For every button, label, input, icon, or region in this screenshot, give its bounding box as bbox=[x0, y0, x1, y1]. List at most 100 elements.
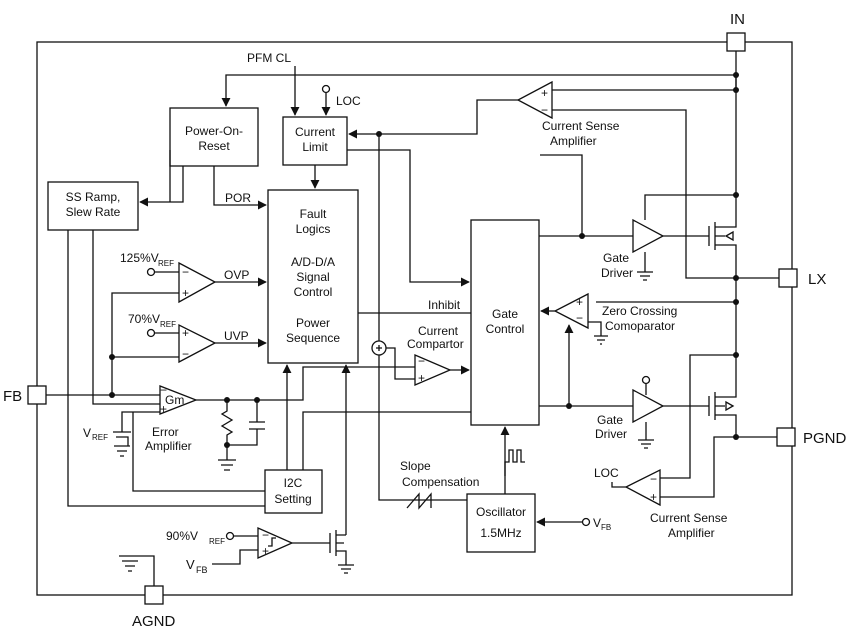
high-side-fet bbox=[708, 195, 737, 278]
svg-text:+: + bbox=[650, 490, 657, 504]
slope-comp-line1: Slope bbox=[400, 459, 431, 473]
current-comp-line1: Current bbox=[418, 324, 459, 338]
current-limit-block: Current Limit bbox=[282, 116, 348, 166]
inhibit-label: Inhibit bbox=[428, 298, 461, 312]
gate-driver-bot-line2: Driver bbox=[595, 427, 627, 441]
gate-driver-high: Gate Driver bbox=[601, 218, 665, 280]
svg-text:−: − bbox=[418, 354, 425, 368]
fault-line6: Power bbox=[296, 316, 330, 330]
low-side-fet bbox=[708, 355, 737, 437]
i2c-block: I2C Setting bbox=[264, 469, 323, 514]
svg-text:−: − bbox=[182, 265, 189, 279]
fault-line2: Logics bbox=[296, 222, 331, 236]
svg-text:−: − bbox=[182, 347, 189, 361]
vfb-label: V bbox=[186, 557, 195, 572]
svg-text:−: − bbox=[541, 103, 548, 117]
ref90-label: 90%V bbox=[166, 529, 198, 543]
pin-lx: LX bbox=[778, 268, 826, 288]
svg-text:+: + bbox=[182, 286, 189, 300]
vref-sub: REF bbox=[92, 433, 108, 442]
gate-control-line2: Control bbox=[486, 322, 525, 336]
i2c-line2: Setting bbox=[274, 492, 311, 506]
ss-block-line1: SS Ramp, bbox=[66, 190, 121, 204]
gate-driver-bot-line1: Gate bbox=[597, 413, 623, 427]
por-label: POR bbox=[225, 191, 251, 205]
current-comparator: − + Current Compartor bbox=[407, 324, 464, 386]
ref90-sub: REF bbox=[209, 537, 225, 546]
current-sense-amp-top: + − Current Sense Amplifier bbox=[516, 80, 620, 148]
por-block-line2: Reset bbox=[198, 139, 230, 153]
slope-comp-line2: Compensation bbox=[402, 475, 479, 489]
svg-text:+: + bbox=[182, 326, 189, 340]
svg-text:+: + bbox=[418, 371, 425, 385]
current-sense-amp-bottom: − + Current Sense Amplifier bbox=[624, 468, 728, 540]
chip-outline bbox=[36, 41, 793, 596]
pin-fb: FB bbox=[3, 385, 47, 405]
osc-line1: Oscillator bbox=[476, 505, 526, 519]
ss-block-line2: Slew Rate bbox=[66, 205, 121, 219]
cs-amp-bot-line2: Amplifier bbox=[668, 526, 715, 540]
fault-logic-block: Fault Logics A/D-D/A Signal Control Powe… bbox=[267, 189, 359, 364]
cs-amp-top-line1: Current Sense bbox=[542, 119, 620, 133]
gate-driver-top-line1: Gate bbox=[603, 251, 629, 265]
cl-block-line1: Current bbox=[295, 125, 336, 139]
cl-block-line2: Limit bbox=[302, 140, 328, 154]
svg-text:−: − bbox=[160, 383, 167, 397]
vfb-sub: FB bbox=[196, 565, 208, 575]
uvp-ref-sub: REF bbox=[160, 320, 176, 329]
pin-in-label: IN bbox=[730, 11, 745, 28]
ovp-ref-sub: REF bbox=[158, 259, 174, 268]
zero-crossing-comparator: + − Zero Crossing Comoparator bbox=[553, 292, 677, 333]
pfm-cl-label: PFM CL bbox=[247, 51, 291, 65]
ovp-label: OVP bbox=[224, 268, 249, 282]
svg-text:+: + bbox=[541, 86, 548, 100]
fault-line4: Signal bbox=[296, 270, 329, 284]
loc-label-bottom: LOC bbox=[594, 466, 619, 480]
pin-in: IN bbox=[726, 11, 746, 52]
ovp-ref-label: 125%V bbox=[120, 251, 159, 265]
por-block-line1: Power-On- bbox=[185, 124, 243, 138]
agnd-ground-icon bbox=[119, 555, 155, 586]
svg-text:−: − bbox=[650, 472, 657, 486]
svg-text:+: + bbox=[160, 402, 167, 416]
fault-line5: Control bbox=[294, 285, 333, 299]
ss-ramp-block: SS Ramp, Slew Rate bbox=[47, 181, 139, 231]
fault-line1: Fault bbox=[300, 207, 327, 221]
gate-driver-top-line2: Driver bbox=[601, 266, 633, 280]
cs-amp-bot-line1: Current Sense bbox=[650, 511, 728, 525]
uvp-label: UVP bbox=[224, 329, 249, 343]
error-amplifier: Gm − + Error Amplifier bbox=[145, 383, 198, 453]
uvp-comparator: + − bbox=[178, 323, 217, 364]
oscillator-block: Oscillator 1.5MHz bbox=[466, 493, 536, 553]
gate-control-line1: Gate bbox=[492, 307, 518, 321]
pin-pgnd-label: PGND bbox=[803, 430, 847, 447]
svg-text:+: + bbox=[262, 544, 269, 558]
osc-line2: 1.5MHz bbox=[480, 526, 521, 540]
vref-label: V bbox=[83, 426, 91, 440]
pin-pgnd: PGND bbox=[776, 427, 847, 447]
power-on-reset-block: Power-On- Reset bbox=[169, 107, 259, 167]
current-comp-line2: Compartor bbox=[407, 337, 464, 351]
fault-line7: Sequence bbox=[286, 331, 340, 345]
gm-label: Gm bbox=[165, 393, 184, 407]
sawtooth-icon bbox=[406, 492, 432, 510]
svg-text:−: − bbox=[576, 311, 583, 325]
pulldown-fet bbox=[329, 530, 354, 574]
zero-cross-line1: Zero Crossing bbox=[602, 304, 677, 318]
vfb-comparator: − + bbox=[257, 527, 294, 559]
error-amp-line1: Error bbox=[152, 425, 179, 439]
zero-cross-line2: Comoparator bbox=[605, 319, 675, 333]
fault-line3: A/D-D/A bbox=[291, 255, 335, 269]
pin-fb-label: FB bbox=[3, 388, 22, 405]
loc-label-top: LOC bbox=[336, 94, 361, 108]
gate-control-block: Gate Control bbox=[470, 219, 540, 426]
pin-agnd: AGND bbox=[132, 585, 176, 630]
osc-vfb-label: V bbox=[593, 516, 601, 530]
svg-text:+: + bbox=[576, 295, 583, 309]
osc-vfb-sub: FB bbox=[601, 523, 611, 532]
gate-driver-low: Gate Driver bbox=[595, 388, 665, 441]
pin-lx-label: LX bbox=[808, 271, 826, 288]
cs-amp-top-line2: Amplifier bbox=[550, 134, 597, 148]
pin-agnd-label: AGND bbox=[132, 613, 176, 630]
